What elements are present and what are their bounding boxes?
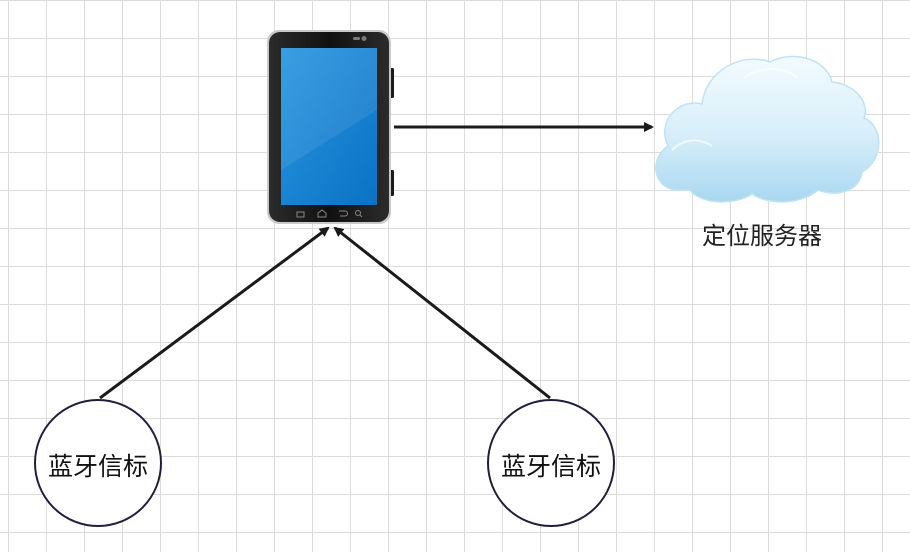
- beacon-left-label: 蓝牙信标: [47, 452, 148, 481]
- beacon-right-label: 蓝牙信标: [500, 452, 601, 481]
- smartphone-icon[interactable]: [267, 30, 394, 224]
- edge-beacon-left-to-phone: [99, 226, 330, 400]
- server-label: 定位服务器: [702, 222, 822, 250]
- edge-beacon-right-to-phone: [333, 226, 551, 400]
- beacon-left-node[interactable]: [34, 399, 162, 527]
- beacon-right-node[interactable]: [487, 399, 615, 527]
- cloud-icon[interactable]: [655, 55, 880, 203]
